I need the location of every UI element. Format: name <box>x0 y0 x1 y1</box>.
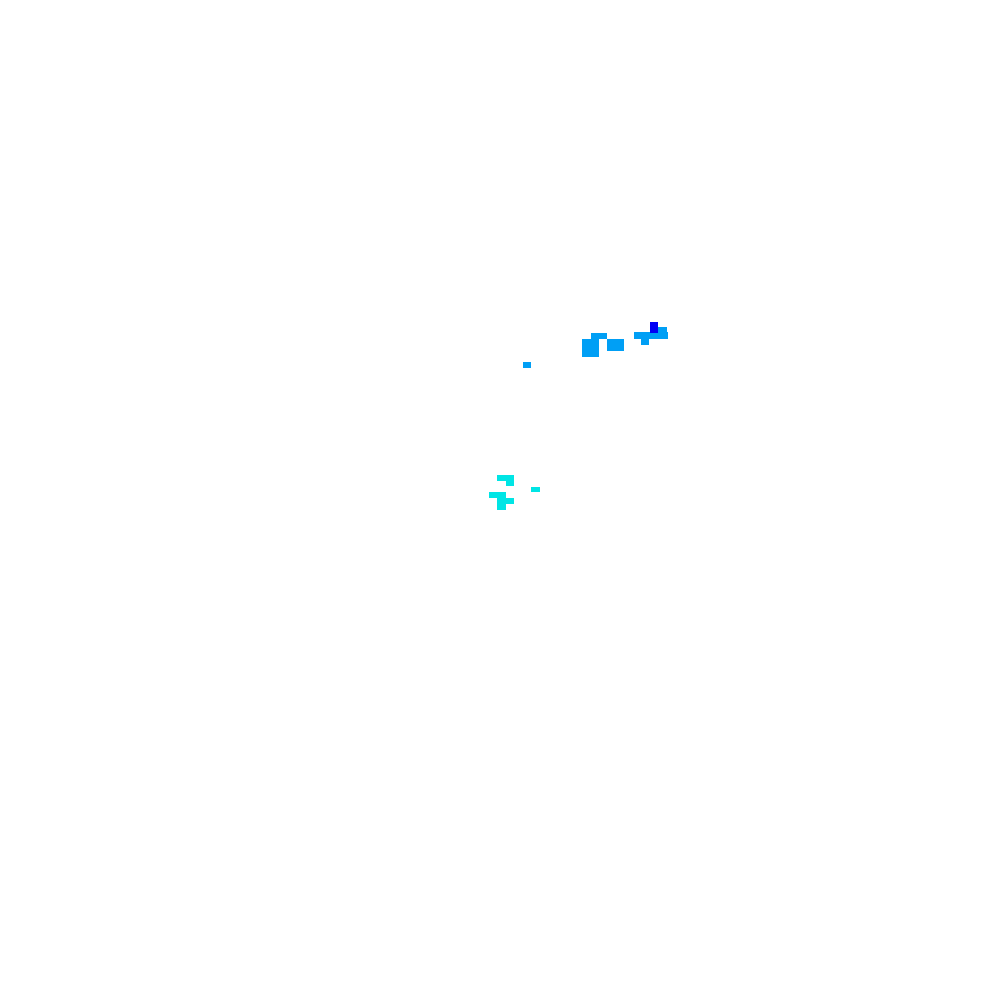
echo-cell-low <box>497 498 514 504</box>
echo-cell-low <box>497 504 506 510</box>
echo-cell-low <box>489 492 506 498</box>
echo-cell-medium <box>658 327 667 333</box>
echo-cell-high <box>650 322 658 333</box>
echo-cell-medium <box>591 333 607 339</box>
echo-cell-medium <box>523 362 531 368</box>
echo-cell-medium <box>634 332 668 339</box>
echo-cell-medium <box>607 339 624 351</box>
echo-cell-low <box>497 475 514 481</box>
echo-cell-low <box>531 487 540 492</box>
echo-cell-low <box>506 481 514 486</box>
echo-cell-medium <box>641 339 649 345</box>
echo-cell-medium <box>582 339 599 357</box>
